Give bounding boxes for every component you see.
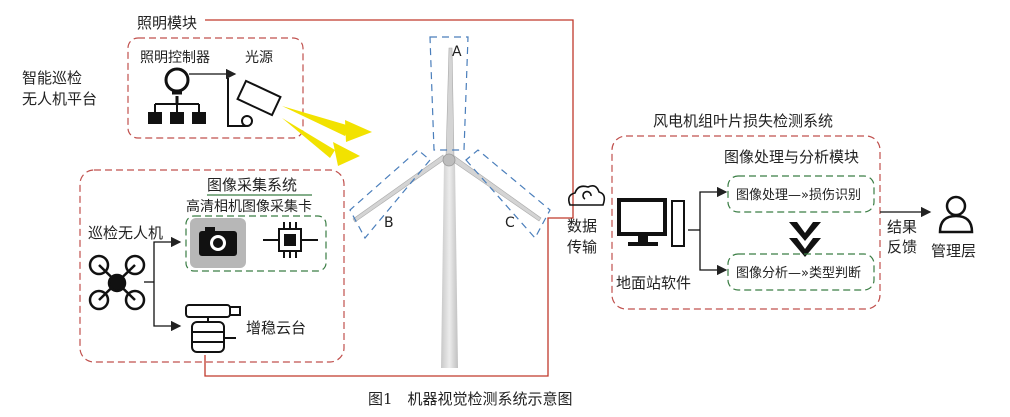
- lighting-module-label: 照明模块: [137, 14, 197, 32]
- light-source-label: 光源: [245, 50, 273, 66]
- process-connector: [688, 186, 728, 276]
- lighting-module-box: [127, 37, 304, 139]
- light-controller-label: 照明控制器: [140, 50, 210, 66]
- computer-icon: [617, 198, 685, 247]
- person-icon: [938, 195, 974, 234]
- result-label-2: 反馈: [887, 238, 917, 256]
- cloud-icon: [568, 185, 606, 206]
- platform-label-2: 无人机平台: [22, 90, 97, 108]
- blade-a-label: A: [452, 44, 462, 60]
- light-beam-icon: [282, 106, 372, 166]
- lightbulb-icon: [164, 67, 190, 104]
- camera-card-box: [185, 215, 327, 272]
- detection-system-box: [611, 135, 881, 310]
- inspection-drone-label: 巡检无人机: [88, 224, 163, 242]
- proc-box: [727, 175, 875, 213]
- platform-label-1: 智能巡检: [22, 69, 82, 87]
- drone-connector: [144, 236, 182, 332]
- blade-c-label: C: [505, 215, 515, 231]
- result-label-1: 结果: [887, 218, 917, 236]
- image-acq-label: 图像采集系统: [207, 176, 297, 194]
- network-icon: [148, 103, 206, 124]
- blade-b-label: B: [384, 215, 394, 231]
- gimbal-label: 增稳云台: [246, 319, 306, 337]
- image-acq-box: [79, 169, 345, 363]
- hd-camera-label: 高清相机图像采集卡: [186, 198, 312, 215]
- camera-icon: [190, 218, 246, 268]
- platform-outline: [204, 19, 574, 377]
- analysis-box-label: 图像分析—»类型判断: [736, 266, 861, 281]
- double-chevron-icon: [789, 222, 821, 257]
- chip-icon: [263, 222, 318, 258]
- data-label-1: 数据: [567, 217, 597, 235]
- image-proc-module-label: 图像处理与分析模块: [724, 148, 859, 166]
- spotlight-icon: [227, 78, 282, 127]
- detection-system-label: 风电机组叶片损失检测系统: [653, 112, 833, 130]
- management-label: 管理层: [931, 242, 976, 260]
- proc-box-label: 图像处理—»损伤识别: [736, 188, 861, 203]
- drone-icon: [88, 254, 146, 311]
- gimbal-icon: [185, 304, 241, 353]
- data-label-2: 传输: [567, 238, 597, 256]
- analysis-box: [727, 253, 875, 291]
- ground-station-label: 地面站软件: [616, 274, 691, 292]
- figure-caption: 图1 机器视觉检测系统示意图: [368, 390, 573, 408]
- wind-turbine: [352, 47, 542, 368]
- blade-outlines: [349, 36, 551, 240]
